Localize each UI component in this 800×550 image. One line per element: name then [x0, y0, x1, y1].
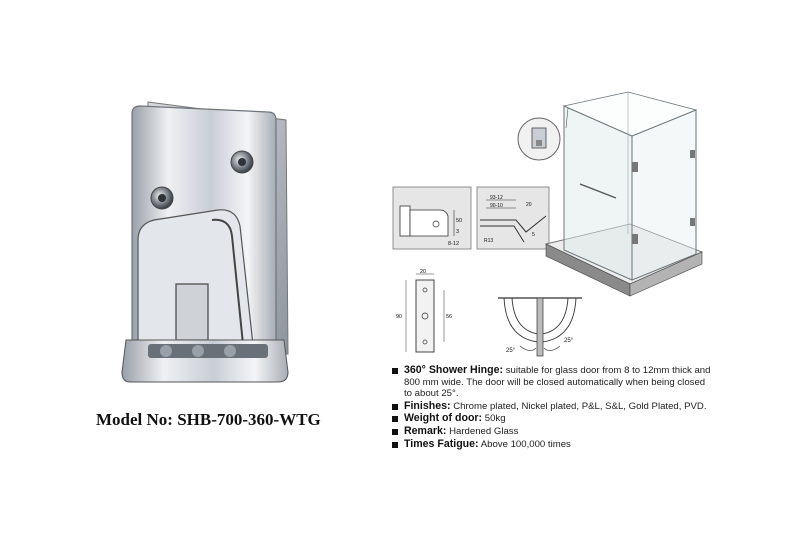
spec-item-fatigue: Times Fatigue: Above 100,000 times [392, 437, 712, 451]
front-plate-drawing: 20 90 56 [396, 269, 452, 353]
angle-label: 25° [506, 348, 516, 354]
rotation-angle-drawing: 25° 25° [498, 297, 582, 357]
shower-enclosure-illustration [544, 91, 704, 297]
spec-label: Times Fatigue: [404, 437, 479, 450]
angle-label: 25° [564, 338, 574, 344]
bullet-icon [392, 441, 398, 448]
bullet-icon [392, 428, 398, 435]
spec-text: 50kg [484, 413, 506, 425]
bullet-icon [392, 403, 398, 410]
dim-label: 93-12 [490, 195, 503, 201]
dim-label: 20 [420, 269, 426, 275]
spec-item-finishes: Finishes: Chrome plated, Nickel plated, … [392, 399, 712, 413]
model-number-label: Model No: SHB-700-360-WTG [96, 410, 321, 429]
spec-label: Weight of door: [404, 412, 483, 425]
dim-label: 90 [396, 314, 402, 320]
dim-label: 3 [456, 229, 459, 235]
spec-text: Hardened Glass [449, 425, 519, 437]
bullet-icon [392, 416, 398, 423]
bullet-icon [392, 368, 398, 374]
hinge-product-image [121, 101, 289, 383]
dim-label: 8-12 [448, 241, 459, 247]
dim-label: 56 [446, 314, 452, 320]
dim-label: R13 [484, 238, 493, 244]
dim-label: 20 [526, 202, 532, 208]
spec-text: suitable for glass door from 8 to 12mm t… [404, 365, 711, 400]
dim-label: 50 [456, 218, 462, 224]
spec-item-hinge: 360° Shower Hinge: suitable for glass do… [392, 364, 712, 400]
spec-label: 360° Shower Hinge: [404, 364, 504, 376]
spec-item-remark: Remark: Hardened Glass [392, 424, 712, 438]
dim-label: 5 [532, 232, 535, 238]
spec-list: 360° Shower Hinge: suitable for glass do… [392, 364, 712, 451]
spec-label: Finishes: [404, 399, 451, 412]
spec-text: Chrome plated, Nickel plated, P&L, S&L, … [453, 400, 707, 412]
spec-text: Above 100,000 times [480, 438, 571, 450]
dim-label: 90-10 [490, 203, 503, 209]
spec-item-weight: Weight of door: 50kg [392, 413, 712, 425]
side-profile-drawing: 50 3 8-12 [392, 186, 472, 250]
hinge-zoom-icon [517, 117, 561, 161]
spec-label: Remark: [404, 424, 447, 437]
top-profile-drawing: 93-12 90-10 20 R13 5 [476, 186, 550, 250]
